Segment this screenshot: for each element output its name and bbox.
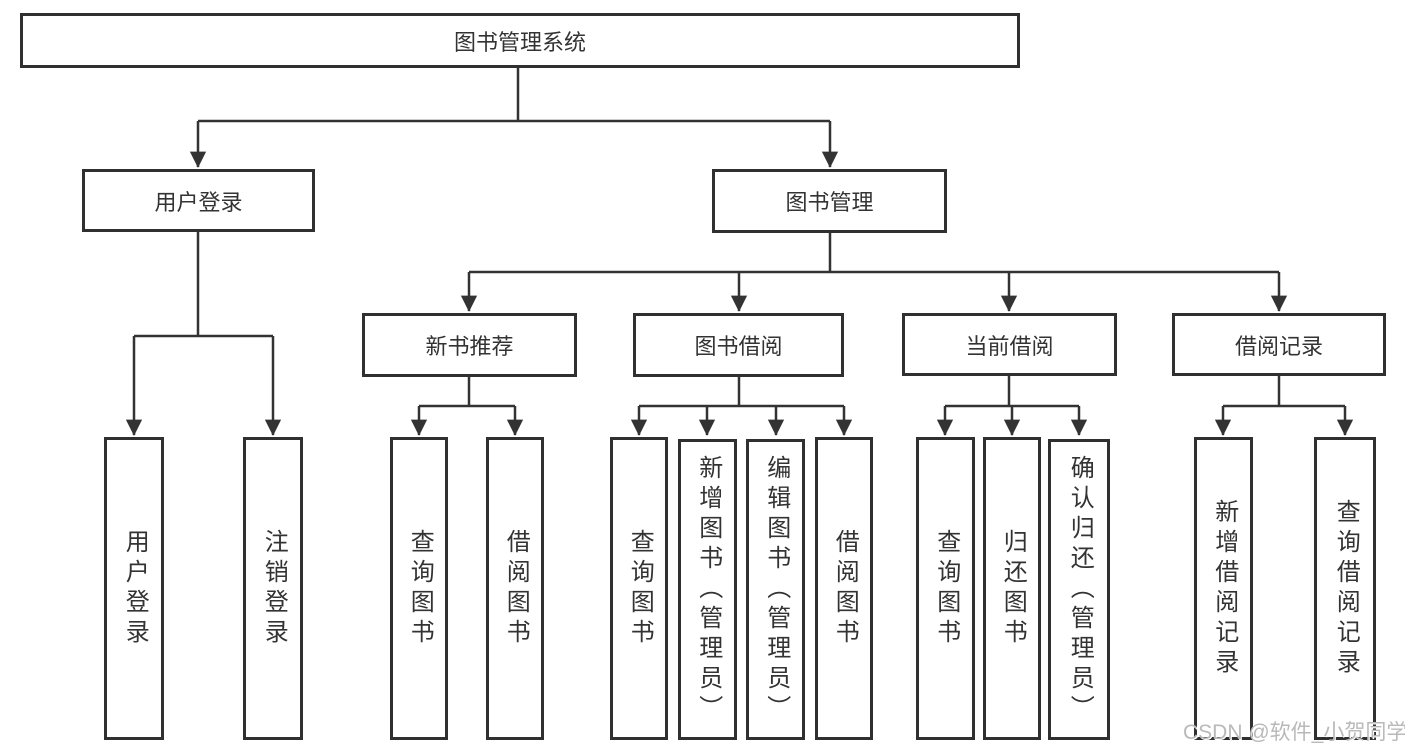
node-label: 图书借阅 [694, 334, 783, 359]
node-label: 查询借阅记录 [1332, 498, 1360, 679]
node-current-borrow: 当前借阅 [902, 313, 1117, 376]
leaf-add-books-admin: 新增图书（管理员） [678, 439, 737, 740]
node-label: 图书管理 [785, 190, 874, 215]
node-label: 新书推荐 [425, 334, 514, 359]
node-book-management-system: 图书管理系统 [20, 13, 1020, 68]
leaf-logout: 注销登录 [243, 437, 303, 740]
leaf-return-books: 归还图书 [983, 437, 1041, 740]
leaf-add-borrow-record: 新增借阅记录 [1194, 437, 1253, 740]
node-user-login: 用户登录 [82, 169, 315, 232]
node-label: 当前借阅 [965, 333, 1054, 359]
node-book-borrow: 图书借阅 [633, 313, 844, 377]
node-label: 图书管理系统 [453, 29, 586, 55]
node-label: 查询图书 [626, 528, 654, 649]
node-label: 借阅记录 [1234, 333, 1323, 359]
leaf-edit-books-admin: 编辑图书（管理员） [746, 439, 805, 740]
node-label: 查询图书 [406, 528, 434, 649]
node-book-management: 图书管理 [712, 169, 947, 233]
leaf-query-books-borrow: 查询图书 [610, 437, 668, 740]
node-label: 用户登录 [154, 189, 243, 215]
watermark-csdn: CSDN @软件_小贺同学 [1183, 721, 1405, 744]
node-label: 编辑图书（管理员） [762, 454, 790, 725]
node-label: 新增借阅记录 [1210, 498, 1238, 679]
node-label: 新增图书（管理员） [694, 454, 722, 725]
leaf-query-books-recommend: 查询图书 [390, 437, 448, 740]
node-label: 借阅图书 [831, 528, 859, 649]
leaf-confirm-return-admin: 确认归还（管理员） [1048, 439, 1110, 740]
leaf-query-borrow-record: 查询借阅记录 [1314, 437, 1376, 740]
leaf-borrow-books-recommend: 借阅图书 [486, 437, 544, 740]
node-label: 归还图书 [999, 528, 1027, 649]
node-label: 查询图书 [932, 528, 960, 649]
node-label: 借阅图书 [502, 528, 530, 649]
leaf-borrow-books-borrow: 借阅图书 [815, 437, 873, 740]
node-label: 确认归还（管理员） [1066, 454, 1094, 725]
node-label: 用户登录 [121, 528, 149, 649]
leaf-user-login: 用户登录 [104, 437, 164, 740]
leaf-query-books-current: 查询图书 [916, 437, 975, 740]
node-new-book-recommend: 新书推荐 [362, 313, 577, 377]
node-label: 注销登录 [260, 528, 288, 649]
node-borrow-records: 借阅记录 [1172, 313, 1386, 376]
